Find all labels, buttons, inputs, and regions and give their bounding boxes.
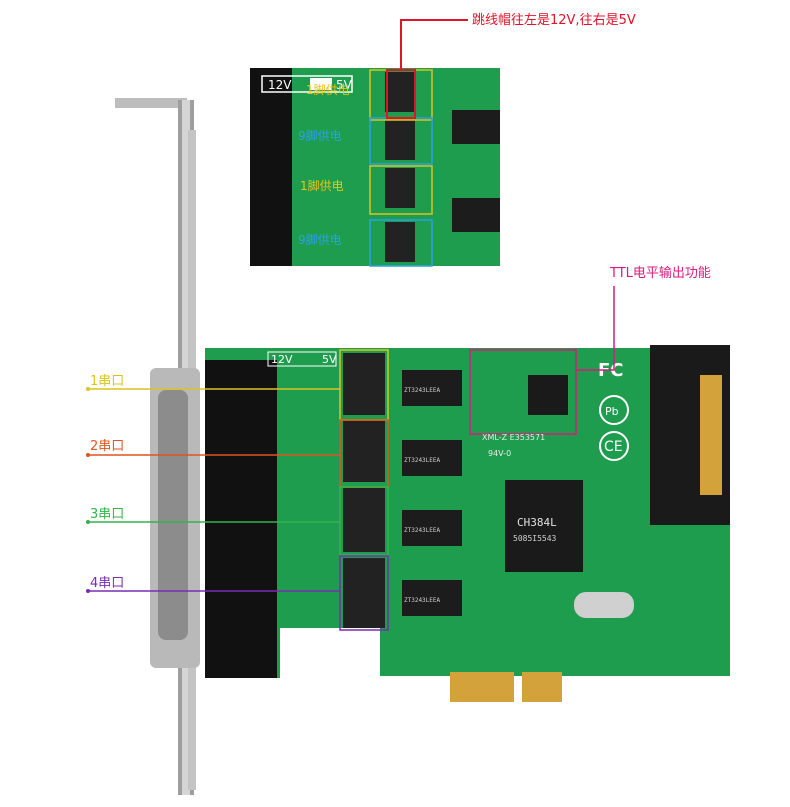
board-5v-label: 5V xyxy=(322,353,337,366)
board-model-label: XML-Z E353571 xyxy=(482,433,545,442)
driver-ic-label-2: ZT3243LEEA xyxy=(404,457,441,464)
main-chip-label: CH384L xyxy=(517,516,557,529)
main-chip-code: 5085I5543 xyxy=(513,534,557,543)
serial-1-label: 1串口 xyxy=(90,374,125,389)
serial-3-box xyxy=(339,486,389,556)
board-12v-label: 12V xyxy=(271,353,293,366)
board-rev-label: 94V-0 xyxy=(488,449,511,458)
serial-4-box xyxy=(339,555,389,631)
inset-pin1-label-b: 1脚供电 xyxy=(300,178,344,193)
pb-mark: Pb xyxy=(605,405,619,418)
ttl-note: TTL电平输出功能 xyxy=(610,266,711,281)
jumper-callout-line xyxy=(400,19,468,70)
inset-12v-label: 12V xyxy=(268,78,292,92)
driver-ic-label-4: ZT3243LEEA xyxy=(404,597,441,604)
ce-mark: CE xyxy=(604,439,623,455)
inset-pin9-label-a: 9脚供电 xyxy=(298,128,342,143)
inset-5v-label: 5V xyxy=(336,78,353,92)
main-pcb xyxy=(205,345,730,702)
ttl-callout-line xyxy=(576,286,615,371)
serial-2-label: 2串口 xyxy=(90,439,125,454)
inset-zoom: 12V 5V xyxy=(250,68,500,267)
driver-ic-label-1: ZT3243LEEA xyxy=(404,387,441,394)
inset-pin9-label-b: 9脚供电 xyxy=(298,232,342,247)
driver-ic-label-3: ZT3243LEEA xyxy=(404,527,441,534)
inset-pin1-label-a: 1脚供电 xyxy=(306,82,350,97)
serial-3-label: 3串口 xyxy=(90,507,125,522)
serial-4-label: 4串口 xyxy=(90,576,125,591)
jumper-note: 跳线帽往左是12V,往右是5V xyxy=(472,12,636,28)
